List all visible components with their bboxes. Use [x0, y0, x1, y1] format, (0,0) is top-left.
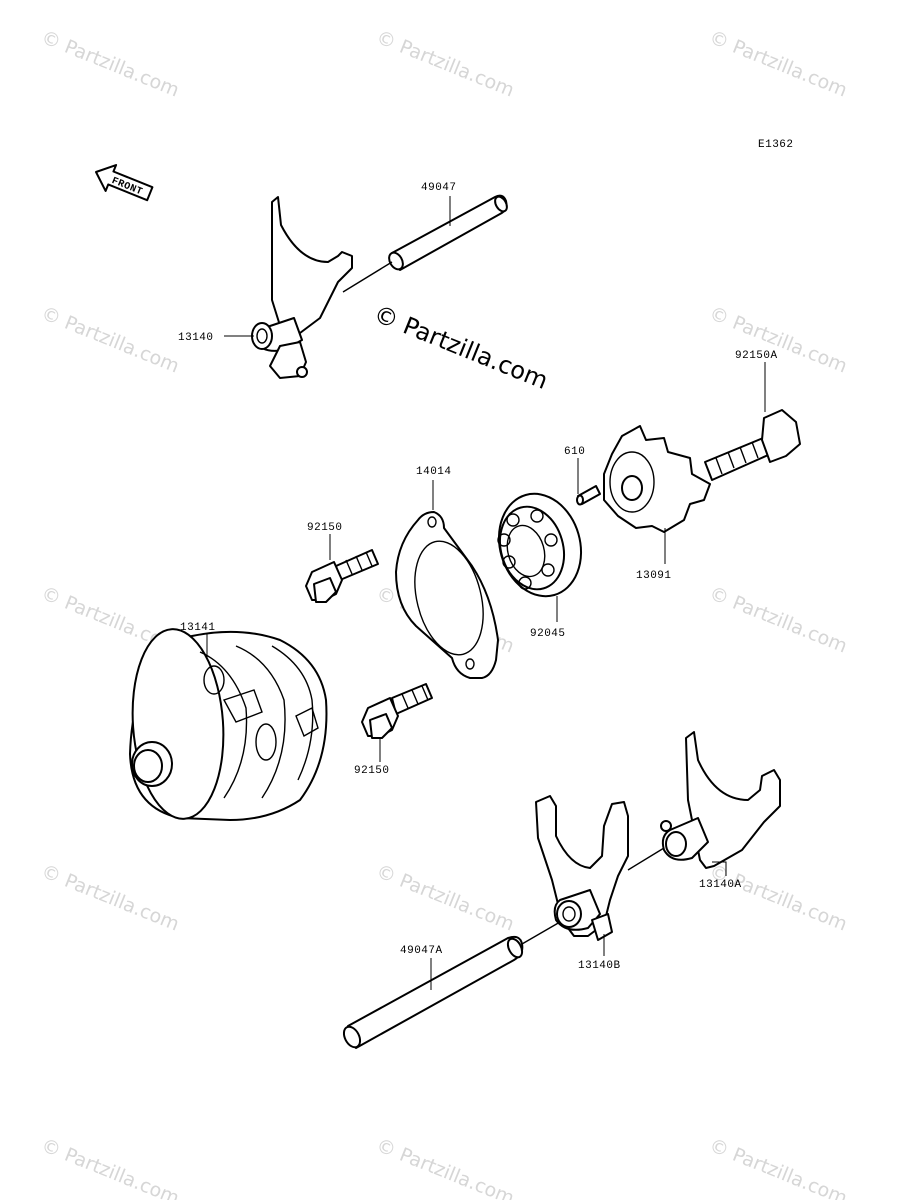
bolt-92150a — [704, 409, 801, 481]
front-arrow-icon: FRONT — [95, 164, 154, 202]
label-92150-upper: 92150 — [307, 522, 343, 534]
gear-13091 — [603, 425, 711, 533]
watermark: © Partzilla.com — [38, 1134, 182, 1200]
watermark: © Partzilla.com — [706, 860, 850, 935]
shift-fork-13140a — [660, 731, 781, 869]
watermark: © Partzilla.com — [373, 1134, 517, 1200]
watermark: © Partzilla.com — [706, 302, 850, 377]
label-13140a: 13140A — [699, 879, 742, 891]
watermark: © Partzilla.com — [373, 26, 517, 101]
watermark: © Partzilla.com — [38, 302, 182, 377]
label-610: 610 — [564, 446, 585, 458]
shift-fork-13140 — [251, 196, 393, 379]
watermark: © Partzilla.com — [38, 860, 182, 935]
watermark: © Partzilla.com — [38, 26, 182, 101]
label-92150-lower: 92150 — [354, 765, 390, 777]
label-92150a: 92150A — [735, 350, 778, 362]
diagram-code: E1362 — [758, 139, 794, 151]
bearing-92045 — [497, 492, 583, 598]
bolt-92150-lower — [361, 683, 433, 739]
label-49047a: 49047A — [400, 945, 443, 957]
leader-13140a — [712, 861, 727, 876]
label-49047: 49047 — [421, 182, 457, 194]
watermark: © Partzilla.com — [706, 1134, 850, 1200]
label-14014: 14014 — [416, 466, 452, 478]
watermark: © Partzilla.com — [706, 26, 850, 101]
label-13140: 13140 — [178, 332, 214, 344]
label-13141: 13141 — [180, 622, 216, 634]
shift-drum-13141 — [129, 628, 328, 821]
bolt-92150-upper — [305, 549, 379, 603]
shaft-49047 — [388, 194, 508, 271]
label-13091: 13091 — [636, 570, 672, 582]
gasket-14014 — [395, 511, 499, 679]
label-92045: 92045 — [530, 628, 566, 640]
watermark: © Partzilla.com — [373, 860, 517, 935]
label-13140b: 13140B — [578, 960, 621, 972]
pin-610 — [576, 485, 601, 506]
shaft-49047a — [342, 921, 561, 1049]
center-watermark: © Partzilla.com — [370, 300, 552, 395]
shift-fork-13140b — [535, 795, 665, 941]
watermark: © Partzilla.com — [706, 582, 850, 657]
